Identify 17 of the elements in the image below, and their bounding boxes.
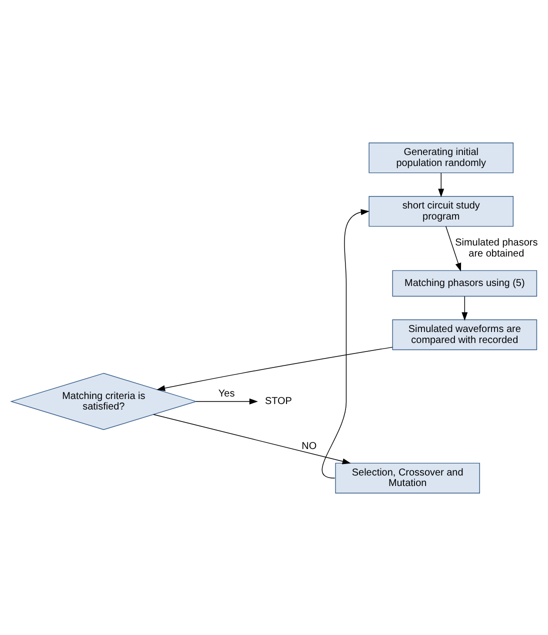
- node-box: Matching phasors using (5): [392, 270, 538, 296]
- edge-label: Simulated phasors are obtained: [455, 237, 538, 259]
- node-box: Generating initial population randomly: [368, 142, 514, 173]
- node-text: STOP: [264, 396, 292, 407]
- arrow: [322, 208, 370, 478]
- arrow: [446, 225, 462, 272]
- edge-label: NO: [302, 440, 317, 452]
- node-box: short circuit study program: [368, 196, 514, 226]
- arrow: [156, 346, 393, 391]
- arrow: [196, 398, 258, 404]
- node-box: Selection, Crossover and Mutation: [335, 462, 480, 493]
- edge-label: Yes: [218, 388, 235, 400]
- arrow: [153, 414, 351, 464]
- arrow: [462, 296, 468, 320]
- node-diamond: Matching criteria is satisfied?: [10, 372, 198, 430]
- arrow: [438, 172, 444, 197]
- node-box: Simulated waveforms are compared with recorded: [392, 318, 538, 350]
